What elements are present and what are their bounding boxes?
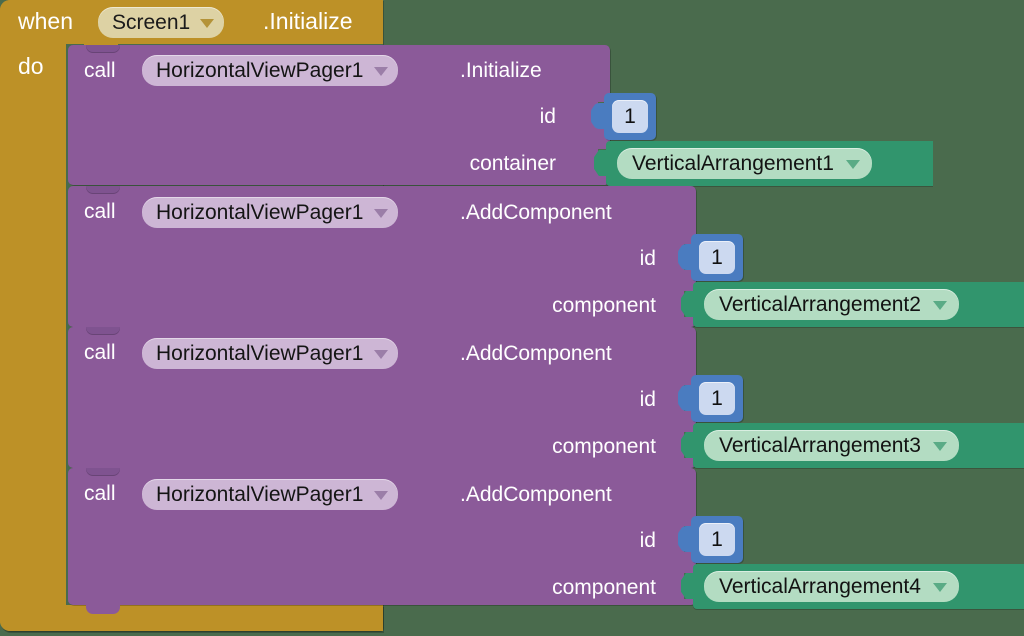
number-value[interactable]: 1 [624, 105, 636, 128]
number-value[interactable]: 1 [711, 528, 723, 551]
number-plug [591, 103, 605, 129]
number-plug [678, 385, 692, 411]
component-block-verticalarrangement3[interactable]: VerticalArrangement3 [681, 423, 1024, 468]
component-dropdown-value: HorizontalViewPager1 [156, 342, 364, 365]
number-block-id-1[interactable]: 1 [591, 93, 656, 140]
number-block-id-3[interactable]: 1 [678, 375, 743, 422]
component-value: VerticalArrangement4 [719, 575, 921, 598]
call-block-addcomponent-3[interactable]: call HorizontalViewPager1 .AddComponent … [68, 468, 696, 614]
block-top-notch [86, 186, 120, 194]
chevron-down-icon [374, 67, 389, 76]
arg-label-component: component [552, 294, 656, 317]
arg-label-id: id [639, 388, 656, 411]
component-dropdown-value: HorizontalViewPager1 [156, 483, 364, 506]
component-dropdown-field[interactable]: HorizontalViewPager1 [142, 55, 399, 86]
screen-dropdown-field[interactable]: Screen1 [98, 7, 225, 38]
block-bottom-tab [86, 605, 120, 614]
component-value: VerticalArrangement2 [719, 293, 921, 316]
component-plug [681, 291, 695, 317]
call-keyword-label: call [84, 200, 116, 223]
number-value[interactable]: 1 [711, 246, 723, 269]
method-name-label: .AddComponent [460, 483, 612, 506]
call-keyword-label: call [84, 59, 116, 82]
chevron-down-icon [932, 583, 947, 592]
when-label: when [18, 8, 73, 34]
component-dropdown-field[interactable]: HorizontalViewPager1 [142, 197, 399, 228]
block-top-notch [86, 468, 120, 476]
event-block-footer [0, 605, 383, 631]
arg-label-id: id [639, 529, 656, 552]
component-dropdown-field[interactable]: HorizontalViewPager1 [142, 479, 399, 510]
component-plug [681, 432, 695, 458]
arg-label-id: id [639, 247, 656, 270]
component-plug [594, 150, 608, 176]
component-dropdown-value: HorizontalViewPager1 [156, 201, 364, 224]
chevron-down-icon [845, 160, 860, 169]
component-block-verticalarrangement4[interactable]: VerticalArrangement4 [681, 564, 1024, 609]
screen-dropdown-value: Screen1 [112, 11, 191, 34]
number-plug [678, 526, 692, 552]
component-block-verticalarrangement2[interactable]: VerticalArrangement2 [681, 282, 1024, 327]
chevron-down-icon [200, 19, 215, 28]
method-name-label: .Initialize [460, 59, 542, 82]
chevron-down-icon [932, 301, 947, 310]
call-block-addcomponent-1[interactable]: call HorizontalViewPager1 .AddComponent … [68, 186, 696, 327]
number-block-id-4[interactable]: 1 [678, 516, 743, 563]
component-block-verticalarrangement1[interactable]: VerticalArrangement1 [594, 141, 933, 186]
number-block-id-2[interactable]: 1 [678, 234, 743, 281]
component-dropdown-value: HorizontalViewPager1 [156, 59, 364, 82]
number-value[interactable]: 1 [711, 387, 723, 410]
call-block-addcomponent-2[interactable]: call HorizontalViewPager1 .AddComponent … [68, 327, 696, 468]
method-name-label: .AddComponent [460, 201, 612, 224]
arg-label-component: component [552, 576, 656, 599]
do-label: do [18, 53, 44, 79]
component-value: VerticalArrangement1 [632, 152, 834, 175]
arg-label-container: container [469, 152, 556, 175]
component-dropdown-field[interactable]: HorizontalViewPager1 [142, 338, 399, 369]
call-block-initialize[interactable]: call HorizontalViewPager1 .Initialize id… [68, 45, 610, 185]
block-top-notch [86, 327, 120, 335]
chevron-down-icon [374, 209, 389, 218]
chevron-down-icon [932, 442, 947, 451]
chevron-down-icon [374, 350, 389, 359]
component-plug [681, 573, 695, 599]
arg-label-component: component [552, 435, 656, 458]
call-keyword-label: call [84, 341, 116, 364]
method-name-label: .AddComponent [460, 342, 612, 365]
chevron-down-icon [374, 491, 389, 500]
arg-label-id: id [539, 105, 556, 128]
component-value: VerticalArrangement3 [719, 434, 921, 457]
event-name-label: .Initialize [263, 8, 353, 34]
block-top-notch [86, 45, 120, 53]
call-keyword-label: call [84, 482, 116, 505]
number-plug [678, 244, 692, 270]
